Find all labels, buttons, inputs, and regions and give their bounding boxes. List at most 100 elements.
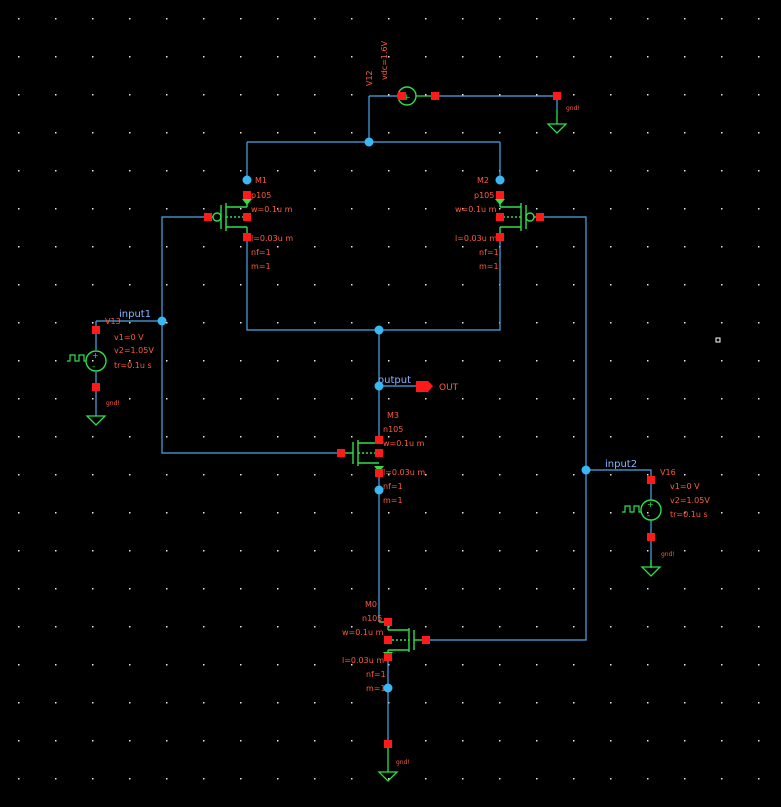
wire-m2-drain[interactable]	[379, 236, 501, 331]
grid-dot	[536, 702, 538, 704]
grid-dot	[610, 588, 612, 590]
grid-dot	[684, 588, 686, 590]
grid-dot	[18, 436, 20, 438]
wire-input1-gate-m1[interactable]	[161, 216, 341, 454]
grid-dot	[18, 170, 20, 172]
grid-dot	[55, 170, 57, 172]
grid-dot	[129, 588, 131, 590]
grid-dot	[277, 132, 279, 134]
grid-dot	[18, 702, 20, 704]
grid-dot	[166, 664, 168, 666]
grid-dot	[425, 436, 427, 438]
grid-dot	[647, 550, 649, 552]
grid-dot	[573, 208, 575, 210]
wire-m1-drain[interactable]	[246, 236, 379, 331]
m0-param-m: m=1	[366, 684, 386, 693]
source-v13[interactable]: + - V13 v1=0 V v2=1.05V tr=0.1u s	[67, 317, 154, 372]
grid-dot	[277, 550, 279, 552]
grid-dot	[240, 550, 242, 552]
grid-dot	[758, 702, 760, 704]
grid-dot	[129, 626, 131, 628]
m1-param-nf: nf=1	[251, 248, 271, 257]
wire-input2-source[interactable]	[586, 469, 652, 500]
grid-dot	[758, 284, 760, 286]
grid-dot	[129, 436, 131, 438]
grid-dot	[425, 208, 427, 210]
grid-dot	[240, 322, 242, 324]
grid-dot	[388, 322, 390, 324]
grid-dot	[55, 702, 57, 704]
grid-dot	[277, 436, 279, 438]
m2-param-nf: nf=1	[479, 248, 499, 257]
grid-dot	[684, 436, 686, 438]
source-v16[interactable]: + - V16 v1=0 V v2=1.05V tr=0.1u s	[622, 468, 710, 521]
grid-dot	[425, 170, 427, 172]
grid-dot	[92, 360, 94, 362]
grid-dot	[129, 18, 131, 20]
grid-dot	[462, 588, 464, 590]
supply-ground-label: gnd!	[566, 105, 580, 112]
grid-dot	[610, 778, 612, 780]
m0-param-l: l=0.03u m	[342, 656, 384, 665]
grid-dot	[18, 474, 20, 476]
grid-dot	[610, 56, 612, 58]
m1-param-l: l=0.03u m	[251, 234, 293, 243]
grid-dot	[55, 436, 57, 438]
grid-dots	[18, 18, 760, 780]
grid-dot	[425, 132, 427, 134]
grid-dot	[425, 588, 427, 590]
grid-dot	[203, 702, 205, 704]
grid-dot	[240, 626, 242, 628]
wire-input2-gate-m2[interactable]	[426, 216, 587, 641]
grid-dot	[55, 132, 57, 134]
grid-dot	[462, 170, 464, 172]
grid-dot	[18, 664, 20, 666]
grid-dot	[758, 436, 760, 438]
grid-dot	[92, 208, 94, 210]
grid-dot	[129, 702, 131, 704]
grid-dot	[647, 474, 649, 476]
grid-dot	[721, 588, 723, 590]
grid-dot	[462, 246, 464, 248]
m3-model: n105	[383, 425, 403, 434]
grid-dot	[573, 436, 575, 438]
grid-dot	[536, 246, 538, 248]
grid-dot	[203, 94, 205, 96]
grid-dot	[499, 702, 501, 704]
grid-dot	[573, 94, 575, 96]
grid-dot	[647, 284, 649, 286]
grid-dot	[18, 322, 20, 324]
grid-dot	[425, 664, 427, 666]
grid-dot	[55, 778, 57, 780]
grid-dot	[240, 740, 242, 742]
grid-dot	[18, 588, 20, 590]
grid-dot	[388, 360, 390, 362]
output-pin-icon[interactable]	[416, 381, 433, 392]
grid-dot	[240, 18, 242, 20]
grid-dot	[647, 56, 649, 58]
grid-dot	[758, 740, 760, 742]
transistor-m2[interactable]	[495, 195, 540, 236]
grid-dot	[425, 778, 427, 780]
grid-dot	[388, 474, 390, 476]
grid-dot	[462, 56, 464, 58]
v16-param-tr: tr=0.1u s	[670, 510, 708, 519]
grid-dot	[573, 322, 575, 324]
grid-dot	[499, 778, 501, 780]
pulse-waveform-icon	[67, 354, 86, 362]
grid-dot	[92, 18, 94, 20]
grid-dot	[92, 740, 94, 742]
grid-dot	[573, 778, 575, 780]
grid-dot	[314, 588, 316, 590]
grid-dot	[314, 322, 316, 324]
wire-supply-to-gnd[interactable]	[435, 95, 558, 110]
grid-dot	[240, 588, 242, 590]
grid-dot	[610, 94, 612, 96]
grid-dot	[573, 626, 575, 628]
grid-dot	[684, 208, 686, 210]
m0-name: M0	[365, 600, 377, 609]
grid-dot	[129, 664, 131, 666]
grid-dot	[684, 132, 686, 134]
v13-param-tr: tr=0.1u s	[114, 361, 152, 370]
grid-dot	[277, 626, 279, 628]
